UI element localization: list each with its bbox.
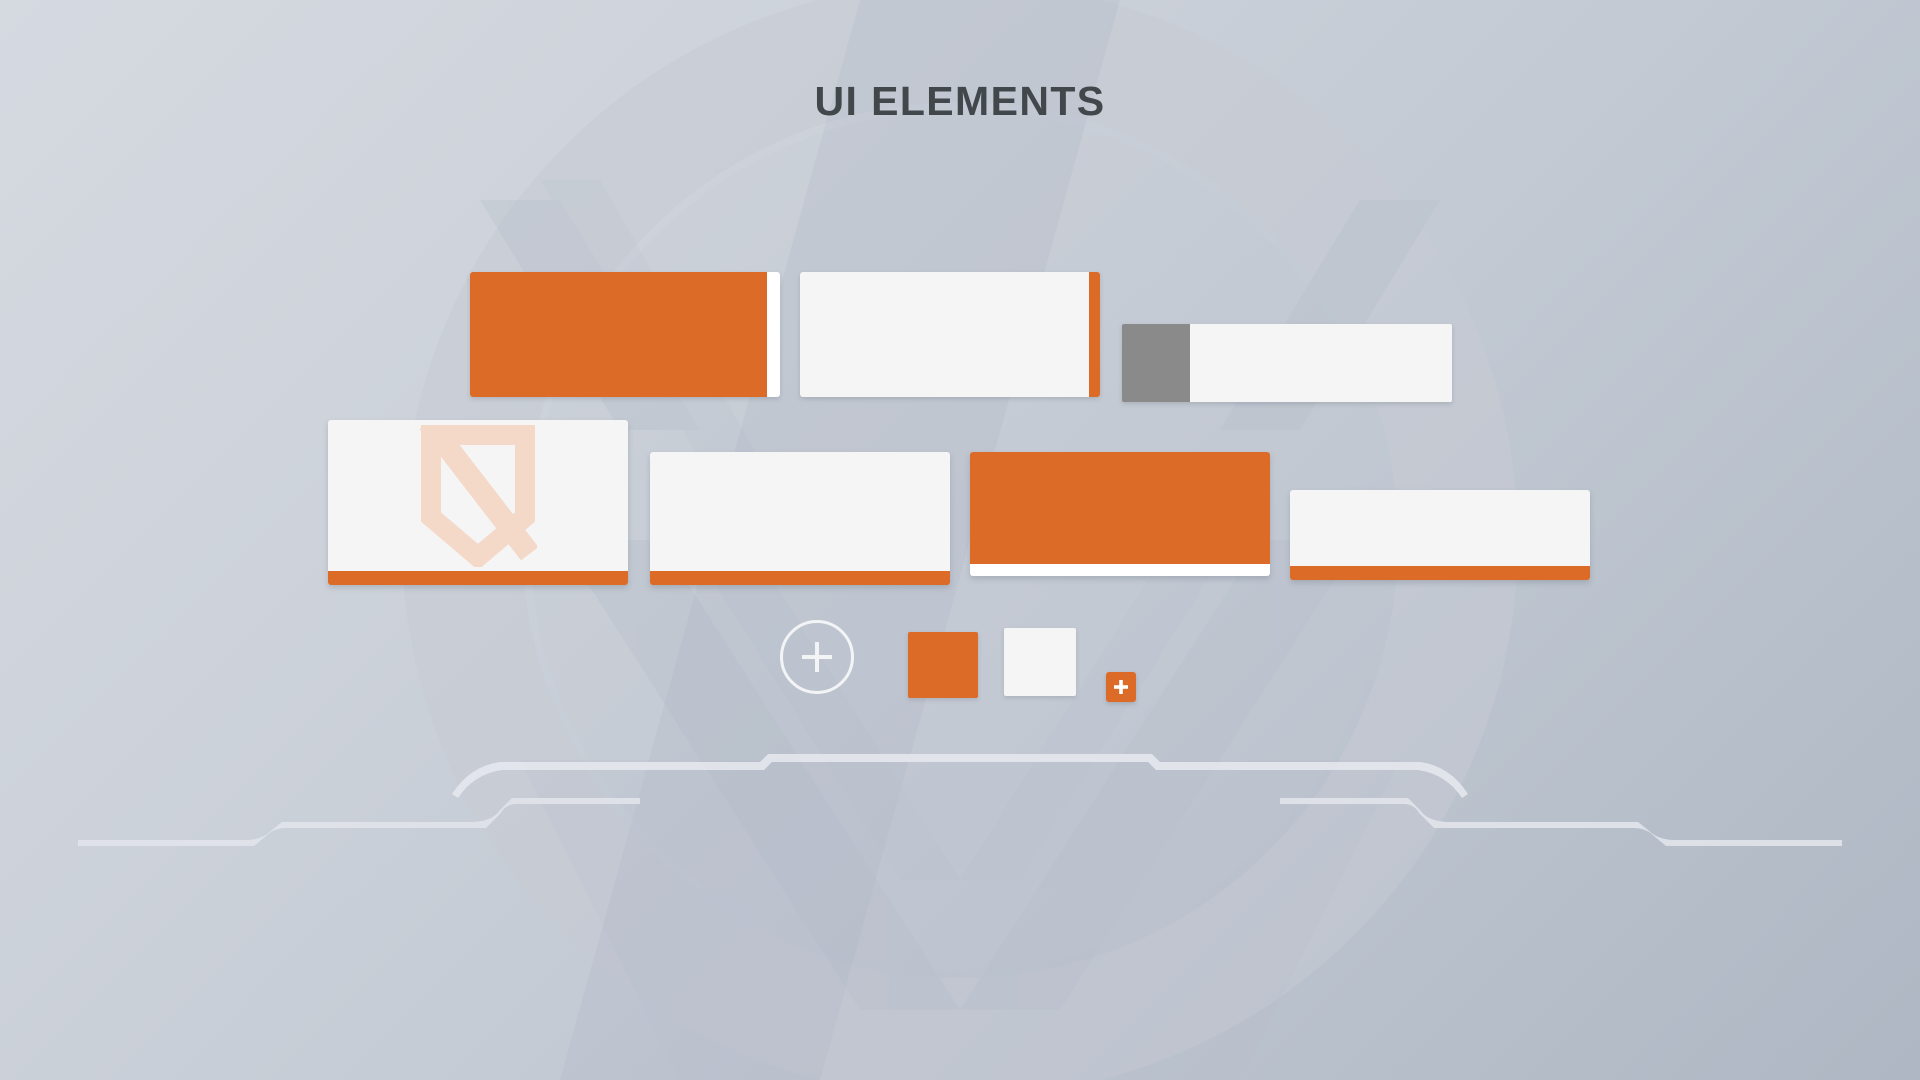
gray-swatch [1122,324,1190,402]
card-orange-filled[interactable] [970,452,1270,576]
bottom-divider [78,754,1842,846]
page-title: UI ELEMENTS [814,78,1106,124]
plus-icon [802,642,832,672]
card-underline [970,564,1270,576]
bar-strip [1089,272,1100,397]
card-body [1290,490,1590,566]
swatch-orange[interactable] [908,632,978,698]
shield-n-logo-icon [419,424,537,567]
card-with-logo[interactable] [328,420,628,585]
card-underline [328,571,628,585]
swatch-white[interactable] [1004,628,1076,696]
white-panel [1190,324,1452,402]
bar-orange-filled[interactable] [470,272,780,397]
bar-gray-panel[interactable] [1122,324,1452,402]
bar-strip [767,272,780,397]
add-circle-button[interactable] [780,620,854,694]
card-body [328,420,628,571]
card-plain-white-2[interactable] [1290,490,1590,580]
plus-icon [1114,680,1128,694]
card-underline [1290,566,1590,580]
card-body [970,452,1270,564]
add-small-button[interactable] [1106,672,1136,702]
bar-fill [800,272,1089,397]
bar-fill [470,272,767,397]
bar-white-accent[interactable] [800,272,1100,397]
card-body [650,452,950,571]
card-underline [650,571,950,585]
card-plain-white[interactable] [650,452,950,585]
